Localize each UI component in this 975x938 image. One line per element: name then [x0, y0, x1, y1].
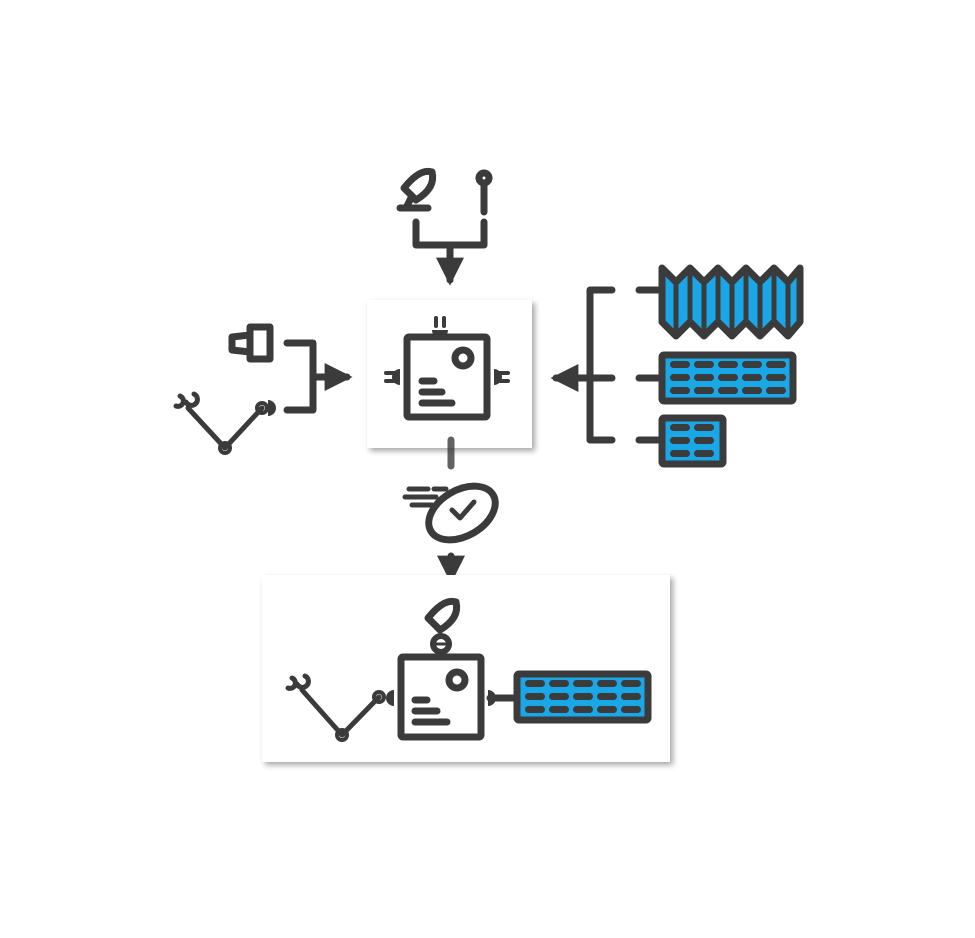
robotic-arm-icon — [173, 391, 276, 455]
solar-panel-small-icon — [658, 414, 727, 468]
top-connector — [412, 218, 488, 286]
camera-icon — [228, 323, 274, 363]
right-connector — [550, 286, 662, 444]
fast-clock-icon — [402, 482, 499, 544]
solar-panel-large-icon — [658, 351, 797, 405]
satellite-bus-icon — [384, 316, 510, 421]
folded-solar-array-icon — [658, 264, 804, 340]
left-connector — [283, 339, 353, 414]
solar-panel-large-icon — [513, 670, 652, 724]
satellite-dish-icon — [396, 167, 437, 212]
satellite-dish-icon — [424, 597, 461, 655]
robotic-arm-icon — [285, 673, 386, 742]
assembled-satellite-icon — [285, 597, 652, 742]
assembled-satellite-card — [262, 575, 670, 762]
antenna-icon — [475, 169, 493, 216]
